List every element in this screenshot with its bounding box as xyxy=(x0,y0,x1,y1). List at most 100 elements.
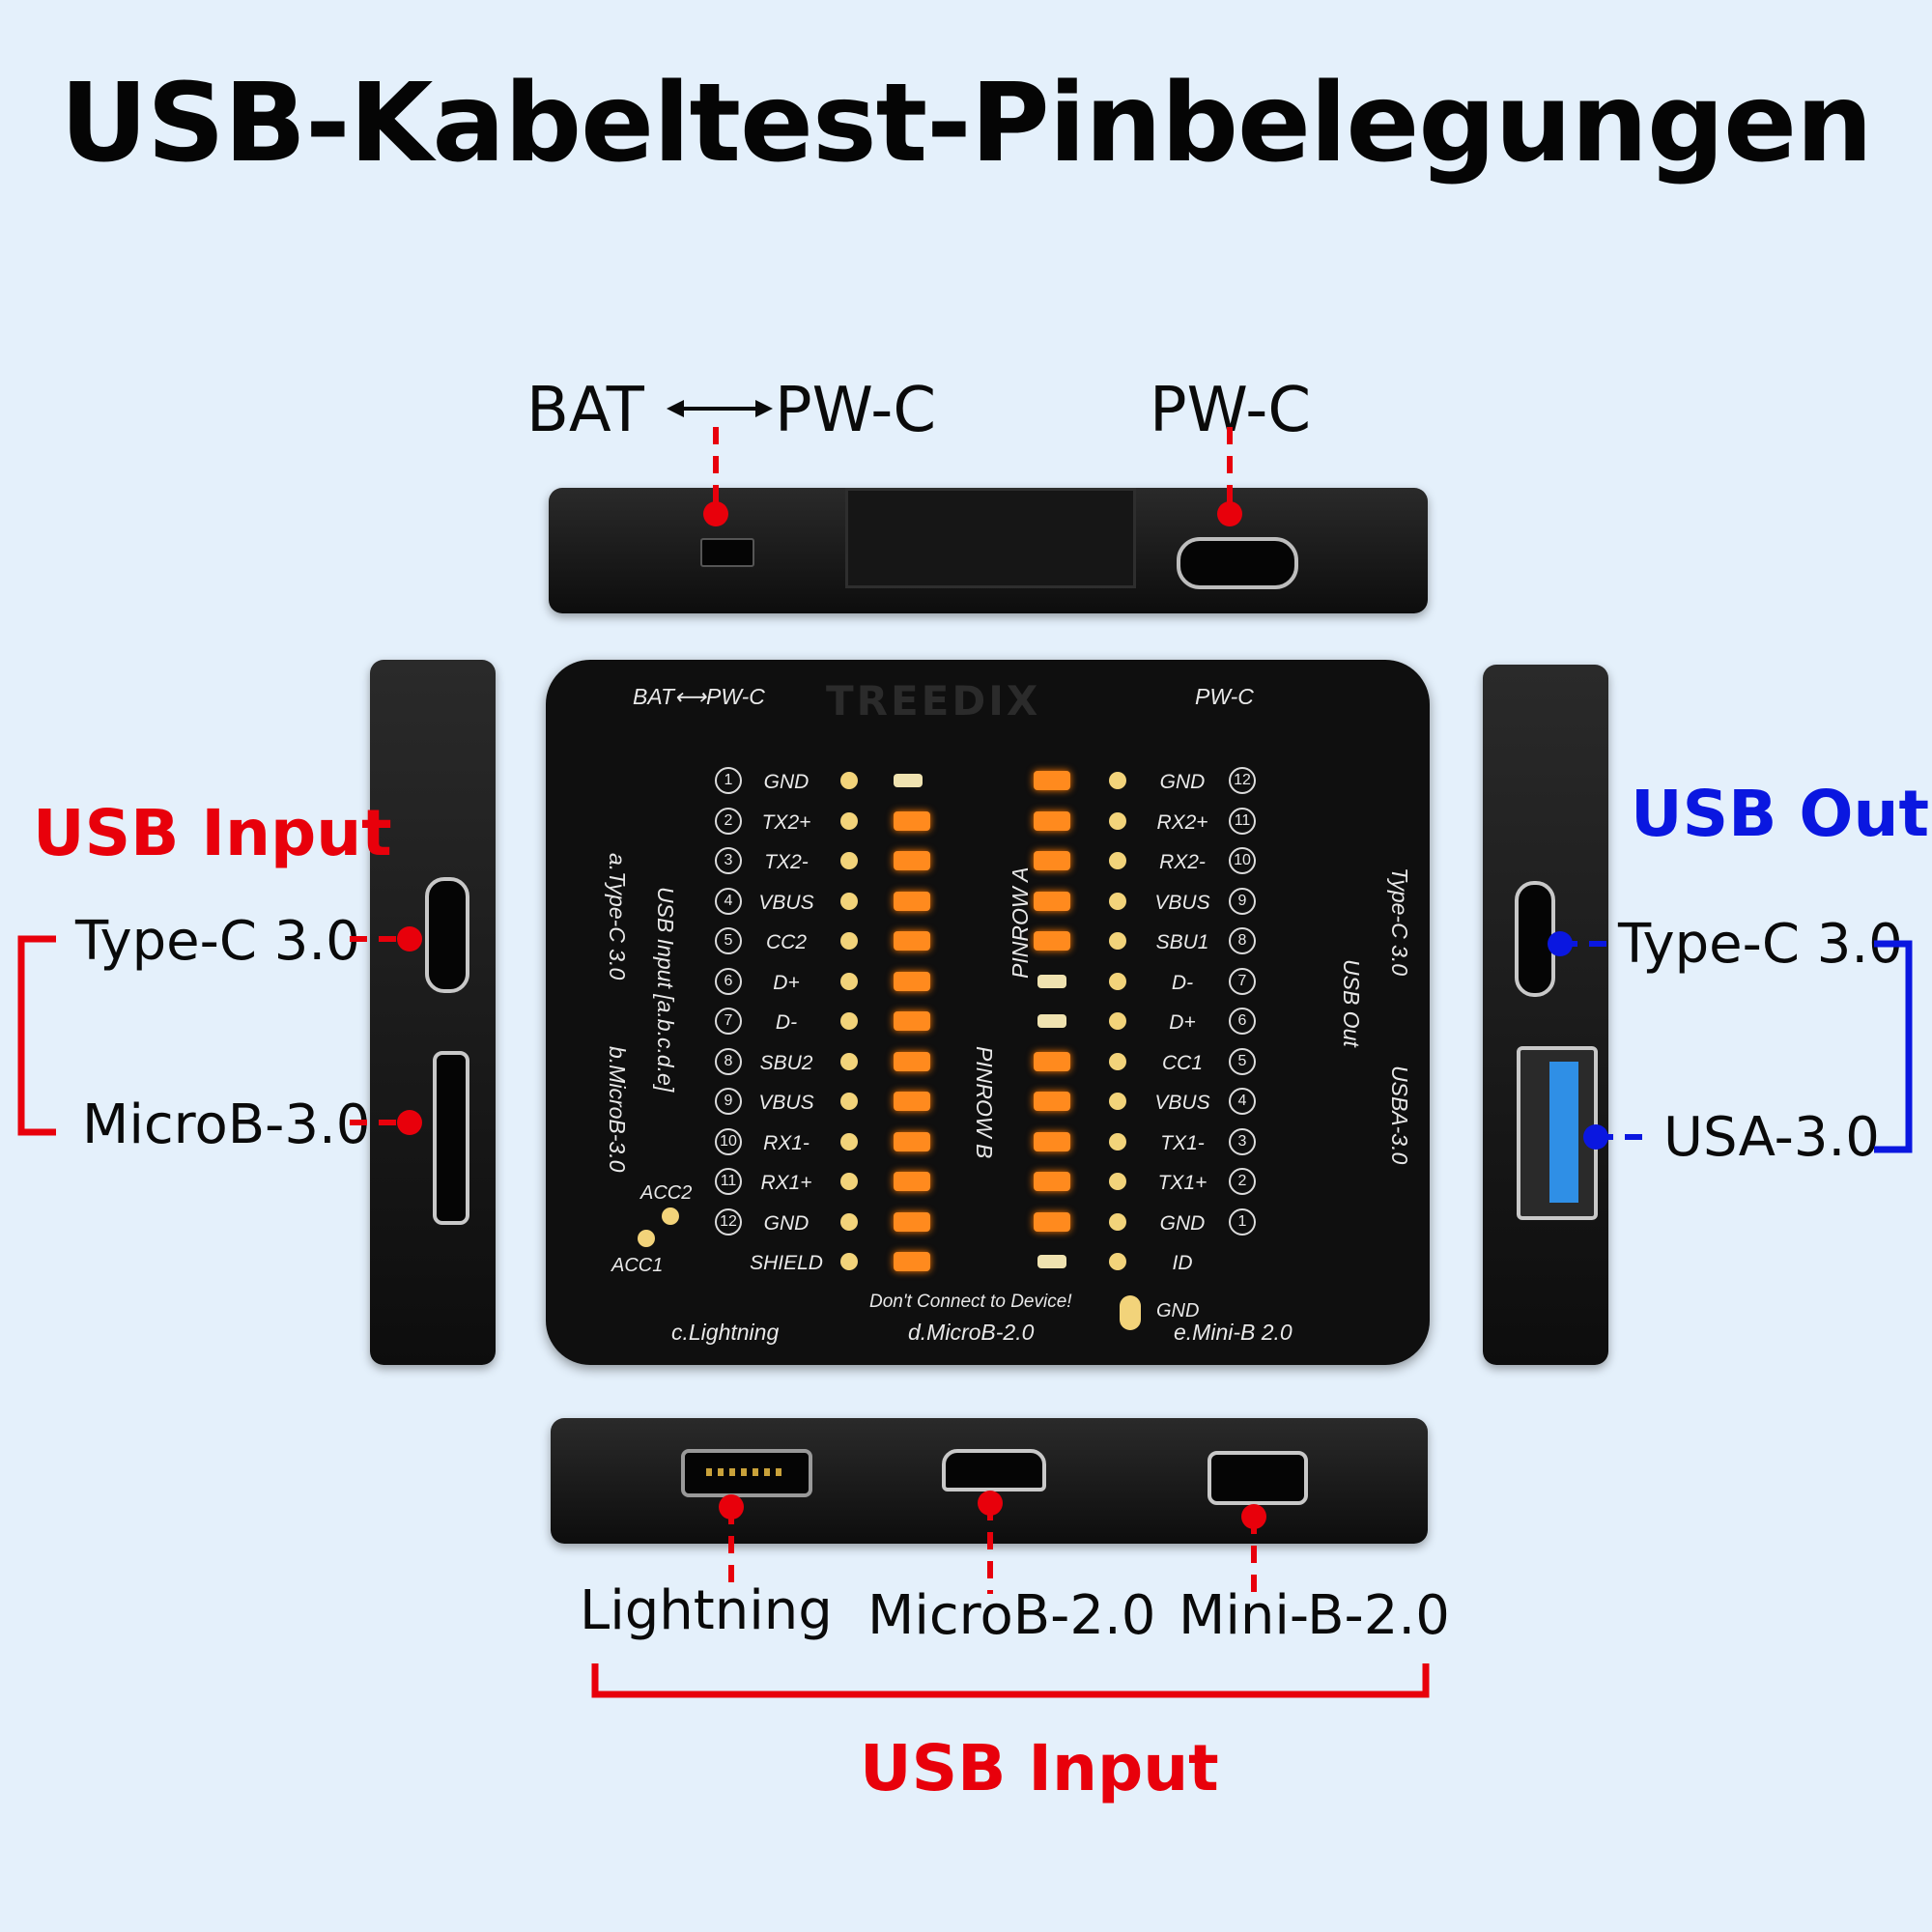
usb-out-typec-label: Type-C 3.0 xyxy=(1387,867,1412,977)
page-title: USB-Kabeltest-Pinbelegungen xyxy=(60,61,1873,186)
pin-name: RX2- xyxy=(1159,851,1206,873)
pin-name: RX1- xyxy=(763,1131,810,1154)
pin-led xyxy=(1034,1092,1070,1111)
pin-name: D+ xyxy=(773,971,800,994)
pwc-port[interactable] xyxy=(1177,537,1298,589)
pin-test-pad xyxy=(840,1253,858,1270)
pin-row: 6 D+ xyxy=(1024,1005,1256,1037)
pin-number: 1 xyxy=(715,767,742,794)
left-usb-input-heading: USB Input xyxy=(33,796,392,870)
left-microb-label: MicroB-3.0 xyxy=(82,1094,371,1156)
pin-led xyxy=(1034,1131,1070,1151)
pin-test-pad xyxy=(1109,1212,1126,1231)
bottom-minib-label: Mini-B-2.0 xyxy=(1179,1584,1450,1647)
right-usb-out-heading: USB Out xyxy=(1631,777,1930,851)
pin-test-pad xyxy=(840,852,858,869)
pin-led xyxy=(1034,891,1070,911)
pin-row: SHIELD xyxy=(715,1245,947,1278)
pin-led xyxy=(1034,931,1070,951)
pin-name: ID xyxy=(1172,1252,1193,1274)
microb2-port[interactable] xyxy=(942,1449,1046,1492)
pin-name: GND xyxy=(1159,771,1206,793)
bottom-usb-input-heading: USB Input xyxy=(860,1731,1219,1805)
pin-led xyxy=(894,931,930,951)
pin-led xyxy=(894,1011,930,1031)
pin-number: 6 xyxy=(1229,1008,1256,1035)
typec-input-port[interactable] xyxy=(425,877,469,993)
pwc-label: PW-C xyxy=(775,375,937,446)
typec30-vertical-label: a.Type-C 3.0 xyxy=(605,853,630,980)
pin-test-pad xyxy=(1109,1132,1126,1151)
slide-switch[interactable] xyxy=(845,488,1136,588)
lightning-port[interactable] xyxy=(681,1449,812,1497)
treedix-logo: TREEDIX xyxy=(826,677,1040,724)
pin-test-pad xyxy=(840,811,858,830)
pin-name: D+ xyxy=(1169,1011,1196,1034)
pin-name: GND xyxy=(763,771,810,793)
face-microb20-label: d.MicroB-2.0 xyxy=(908,1320,1035,1345)
pin-test-pad xyxy=(840,1212,858,1231)
face-lightning-label: c.Lightning xyxy=(671,1320,780,1345)
device-right-side xyxy=(1483,665,1608,1365)
pin-row: 2 TX2+ xyxy=(715,805,947,838)
dont-connect-warning: Don't Connect to Device! xyxy=(869,1292,1072,1312)
pin-name: RX2+ xyxy=(1156,810,1208,834)
pin-test-pad xyxy=(1109,1052,1126,1070)
pin-row: ID xyxy=(1024,1245,1256,1278)
acc1-label: ACC1 xyxy=(611,1255,664,1276)
pin-test-pad xyxy=(1109,972,1126,990)
microb30-vertical-label: b.MicroB-3.0 xyxy=(605,1046,630,1173)
usba-output-port[interactable] xyxy=(1517,1046,1598,1220)
right-typec-label: Type-C 3.0 xyxy=(1618,913,1903,976)
pin-number: 1 xyxy=(1229,1208,1256,1236)
pin-test-pad xyxy=(1109,1253,1126,1270)
microb3-input-port[interactable] xyxy=(433,1051,469,1225)
pin-name: TX2+ xyxy=(761,810,811,834)
minib2-port[interactable] xyxy=(1208,1451,1308,1505)
pin-name: D- xyxy=(1171,971,1194,994)
pin-row: 10 RX2- xyxy=(1024,844,1256,877)
pin-name: CC1 xyxy=(1161,1051,1203,1074)
pin-number: 3 xyxy=(1229,1127,1256,1155)
bottom-lightning-label: Lightning xyxy=(580,1579,833,1642)
left-typec-label: Type-C 3.0 xyxy=(75,910,360,973)
tester-front-face: BAT⟷PW-C PW-C TREEDIX USB Input [a.b.c.d… xyxy=(546,660,1430,1365)
pin-test-pad xyxy=(1109,1093,1126,1110)
pin-row: 8 SBU1 xyxy=(1024,924,1256,957)
pin-number: 8 xyxy=(1229,927,1256,954)
pin-number: 4 xyxy=(1229,1088,1256,1115)
face-gnd-label: GND xyxy=(1156,1300,1200,1321)
pin-number: 4 xyxy=(715,887,742,915)
pin-name: SBU2 xyxy=(759,1051,813,1074)
usb-out-label: USB Out xyxy=(1339,959,1364,1047)
pin-led xyxy=(894,971,930,991)
pin-test-pad xyxy=(840,932,858,950)
pin-number: 9 xyxy=(715,1088,742,1115)
pin-test-pad xyxy=(1109,811,1126,830)
pin-led xyxy=(894,1092,930,1111)
pin-test-pad xyxy=(840,1132,858,1151)
pin-test-pad xyxy=(840,1173,858,1190)
double-arrow-icon xyxy=(667,394,773,423)
pin-number: 10 xyxy=(1229,847,1256,874)
pin-number: 2 xyxy=(715,807,742,835)
pin-name: SBU1 xyxy=(1155,931,1209,953)
pin-test-pad xyxy=(840,1012,858,1030)
pin-name: SHIELD xyxy=(750,1252,823,1274)
pin-test-pad xyxy=(840,1052,858,1070)
pin-led xyxy=(894,810,930,831)
pin-led xyxy=(1034,810,1070,831)
pin-number: 12 xyxy=(715,1208,742,1236)
pin-name: TX2- xyxy=(764,851,809,873)
pin-number: 9 xyxy=(1229,887,1256,915)
